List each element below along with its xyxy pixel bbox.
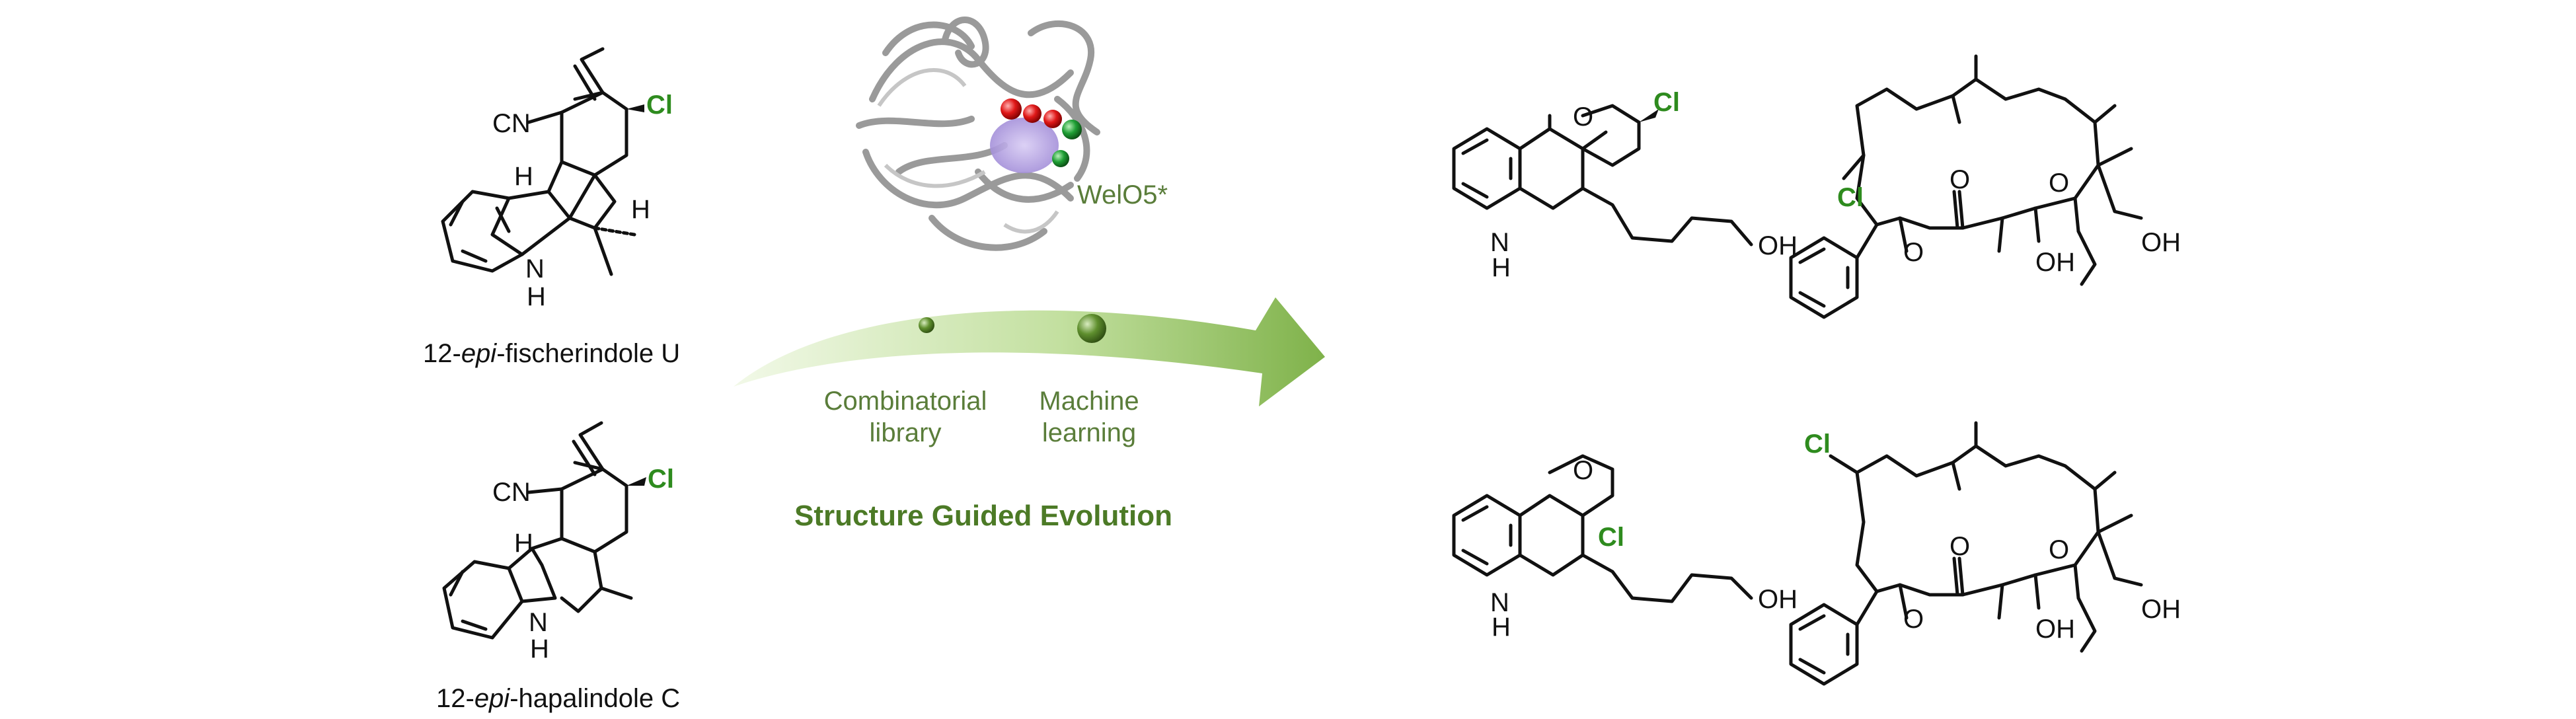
label-library: library xyxy=(870,418,942,447)
m2-cl-label: Cl xyxy=(1804,430,1831,459)
chloride-sphere-1 xyxy=(1062,120,1082,139)
q2-n-label: N xyxy=(1490,588,1509,617)
hapalindole-name: 12-epi-hapalindole C xyxy=(436,684,680,713)
hapalindole-cl-label: Cl xyxy=(648,465,674,494)
m1-cl-label: Cl xyxy=(1837,183,1864,212)
m1-o-ring-label: O xyxy=(2049,169,2069,198)
arrow-body xyxy=(734,297,1325,406)
hapalindole-n-label: N xyxy=(529,608,548,637)
macrolide1-bonds xyxy=(1789,54,2143,319)
quinoline-product-2: O Cl N H OH xyxy=(1452,454,1798,642)
q2-cl-label: Cl xyxy=(1598,523,1624,552)
quinoline2-bonds xyxy=(1452,454,1753,603)
hapalindole-name-italic: epi xyxy=(474,684,510,713)
label-machine: Machine xyxy=(1039,387,1139,416)
fischerindole-name-suffix: -fischerindole U xyxy=(496,339,680,368)
fischerindole-name-italic: epi xyxy=(461,339,497,368)
oxygen-sphere-1 xyxy=(1001,98,1022,120)
m2-o-ring-label: O xyxy=(2049,535,2069,564)
m1-o-ester-label: O xyxy=(1903,238,1924,267)
arrow-bead-small xyxy=(919,317,934,333)
q1-o-label: O xyxy=(1573,102,1593,132)
fischerindole-name-prefix: 12- xyxy=(423,339,461,368)
hapalindole-name-suffix: -hapalindole C xyxy=(510,684,680,713)
q2-oh-label: OH xyxy=(1758,585,1798,614)
macrolide-product-2: Cl O O O OH OH xyxy=(1789,421,2181,686)
m2-oh1-label: OH xyxy=(2035,615,2075,644)
compound-hapalindole: Cl CN H N H 12-epi-hapalindole C xyxy=(436,421,680,713)
hapalindole-cn-label: CN xyxy=(492,478,531,507)
macrolide2-bonds xyxy=(1789,421,2143,686)
hapalindole-h1-label: H xyxy=(514,529,533,558)
q1-h-label: H xyxy=(1492,253,1511,282)
hapalindole-name-prefix: 12- xyxy=(436,684,474,713)
evolution-arrow xyxy=(734,297,1325,406)
fischerindole-h2-label: H xyxy=(631,195,650,224)
enzyme-label: WelO5* xyxy=(1077,180,1168,209)
fischerindole-cn-label: CN xyxy=(492,109,531,138)
fischerindole-cl-label: Cl xyxy=(646,91,673,120)
q1-n-label: N xyxy=(1490,228,1509,257)
arrow-title: Structure Guided Evolution xyxy=(794,500,1172,532)
fischerindole-bonds xyxy=(441,47,636,276)
macrolide-product-1: Cl O O O OH OH xyxy=(1789,54,2181,319)
quinoline-product-1: O Cl N H OH xyxy=(1452,88,1798,282)
fischerindole-h1-label: H xyxy=(514,162,533,191)
compound-fischerindole: Cl CN H H N H 12-epi-fischerindole U xyxy=(423,47,680,368)
q1-oh-label: OH xyxy=(1758,231,1798,260)
q2-o-label: O xyxy=(1573,456,1593,485)
protein-ribbon-highlight xyxy=(877,68,1059,234)
m1-o-carbonyl-label: O xyxy=(1950,165,1970,194)
arrow-bead-large xyxy=(1077,314,1106,343)
fischerindole-name: 12-epi-fischerindole U xyxy=(423,339,680,368)
substrate-surface xyxy=(990,118,1059,173)
m1-oh2-label: OH xyxy=(2141,228,2181,257)
fischerindole-nh-h-label: H xyxy=(527,282,546,311)
enzyme-structure: WelO5* xyxy=(856,17,1168,251)
q1-cl-label: Cl xyxy=(1653,88,1680,117)
hapalindole-bonds xyxy=(442,421,633,640)
m1-oh1-label: OH xyxy=(2035,248,2075,277)
oxygen-sphere-3 xyxy=(1043,110,1062,128)
fischerindole-n-label: N xyxy=(525,254,545,284)
m2-o-carbonyl-label: O xyxy=(1950,532,1970,561)
oxygen-sphere-2 xyxy=(1023,104,1042,123)
protein-ribbon xyxy=(856,17,1100,251)
m2-oh2-label: OH xyxy=(2141,595,2181,624)
label-combinatorial: Combinatorial xyxy=(824,387,987,416)
q2-h-label: H xyxy=(1492,613,1511,642)
quinoline1-bonds xyxy=(1452,104,1753,246)
m2-o-ester-label: O xyxy=(1903,605,1924,634)
label-learning: learning xyxy=(1042,418,1136,447)
hapalindole-nh-h-label: H xyxy=(530,634,549,663)
chloride-sphere-2 xyxy=(1052,150,1069,167)
